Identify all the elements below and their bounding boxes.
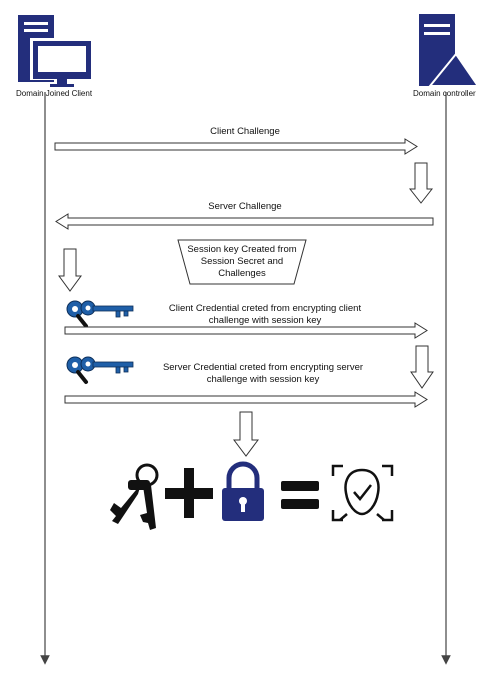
server-down-arrow (408, 162, 434, 204)
face-verified-icon (331, 464, 394, 522)
controller-label: Domain controller (413, 89, 476, 98)
client-key-icon (66, 300, 134, 328)
session-key-text: Session key Created from Session Secret … (178, 244, 306, 280)
server-challenge-arrow (55, 213, 434, 230)
result-down-arrow (233, 411, 259, 457)
server-challenge-label: Server Challenge (208, 201, 282, 212)
keys-icon (110, 463, 159, 530)
client-computer-icon (18, 15, 92, 87)
client-challenge-arrow (54, 138, 418, 155)
session-key-line-3: Challenges (218, 268, 266, 279)
client-credential-line-2: challenge with session key (208, 315, 322, 326)
server-credential-arrow (64, 391, 428, 408)
session-key-box (177, 239, 307, 285)
client-credential-label: Client Credential creted from encrypting… (140, 303, 390, 327)
session-key-line-2: Session Secret and (200, 256, 284, 267)
client-credential-arrow (64, 322, 428, 339)
plus-sign (165, 468, 213, 518)
server-credential-line-2: challenge with session key (206, 374, 320, 385)
server-credential-line-1: Server Credential creted from encrypting… (162, 362, 364, 373)
session-key-line-1: Session key Created from (187, 244, 297, 255)
server-credential-label: Server Credential creted from encrypting… (138, 362, 388, 386)
client-challenge-label: Client Challenge (210, 126, 280, 137)
server-down-arrow-2 (410, 345, 434, 389)
client-down-arrow (58, 248, 82, 292)
server-icon (419, 14, 480, 87)
server-key-icon (66, 356, 134, 384)
padlock-icon (222, 461, 264, 521)
client-credential-line-1: Client Credential creted from encrypting… (168, 303, 362, 314)
equals-sign (281, 481, 319, 509)
client-label: Domain Joined Client (16, 89, 93, 98)
